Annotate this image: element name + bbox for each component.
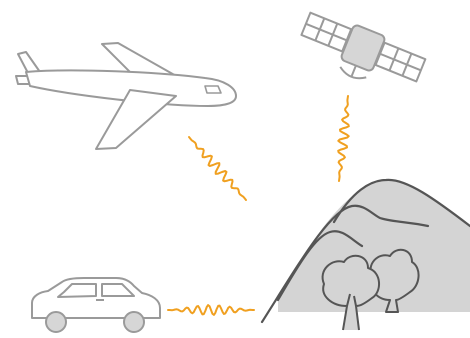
satellite-icon [294,7,428,100]
signal-wave-car-mountain [168,305,254,315]
signal-wave-satellite-mountain [338,96,349,181]
airplane-icon [16,43,236,149]
signal-wave-airplane-mountain [189,137,246,200]
car-icon [32,278,160,332]
